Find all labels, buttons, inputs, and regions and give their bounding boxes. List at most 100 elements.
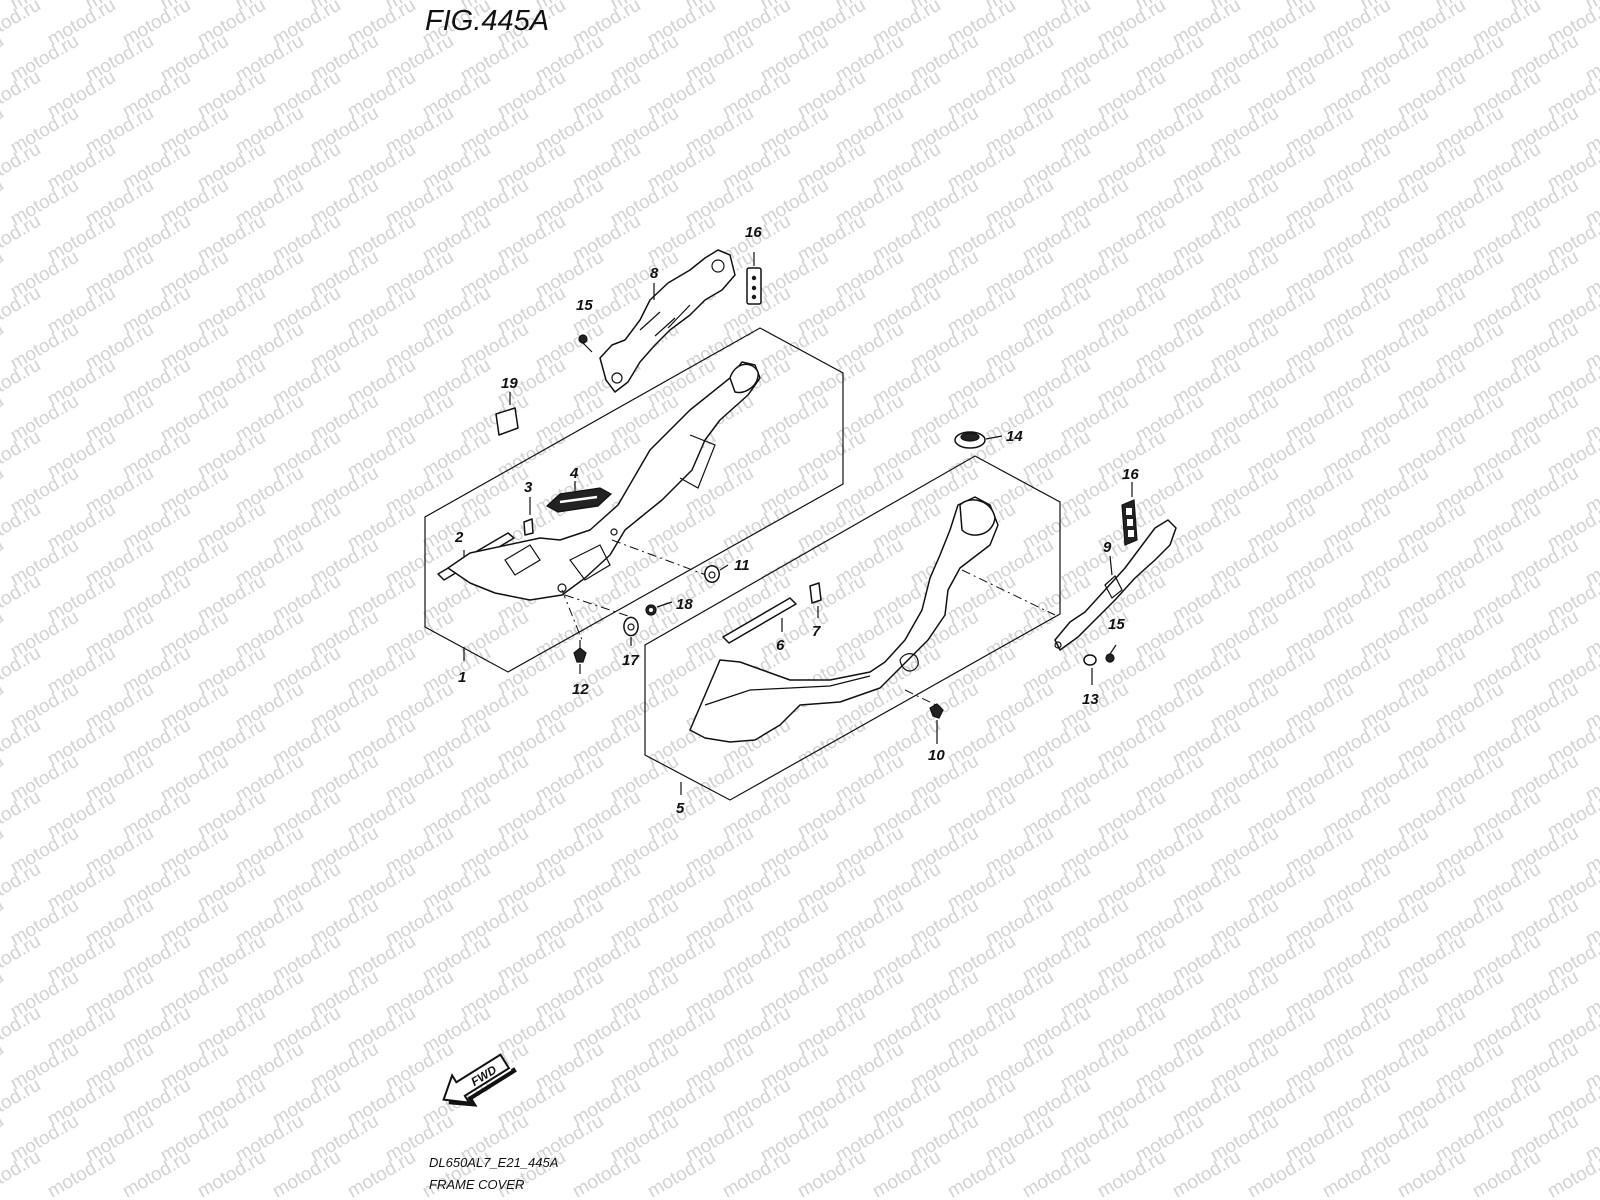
watermark-text: motod.ru [0,391,7,447]
watermark-text: motod.ru [269,1147,344,1200]
callout-11: 11 [734,557,750,574]
leader-14 [985,435,1003,440]
watermark-text: motod.ru [0,0,44,50]
watermark-text: motod.ru [44,1147,119,1200]
watermark-text: motod.ru [0,679,7,735]
callout-2: 2 [454,529,464,546]
callout-5: 5 [676,800,685,817]
figure-title: FIG.445A [425,5,549,37]
watermark-text: motod.ru [0,751,7,807]
part-10-clip [929,703,944,719]
dash-5-a [961,569,1056,616]
watermark-text: motod.ru [0,1111,7,1167]
dash-1-c [561,589,583,641]
leader-18 [656,601,673,608]
watermark-text: motod.ru [869,1147,944,1200]
assembly-box-right [644,455,1061,801]
callout-15-right: 15 [1108,616,1125,633]
part-14-cap [954,431,986,449]
watermark-text: motod.ru [1094,1147,1169,1200]
part-9-bracket [1054,519,1177,651]
dash-5-b [904,689,939,707]
watermark-text: motod.ru [0,283,44,339]
watermark-text: motod.ru [0,103,7,159]
watermark-text: motod.ru [1244,1147,1319,1200]
watermark-text: motod.ru [0,319,7,375]
watermark-text: motod.ru [0,715,44,771]
leader-9 [1109,555,1113,576]
part-5-frame-cover-right [689,496,999,743]
figure-code: DL650AL7_E21_445A [429,1155,558,1170]
watermark-text: motod.ru [1169,1147,1244,1200]
watermark-text: motod.ru [644,1147,719,1200]
part-16-grommet-upper [746,267,762,305]
callout-17: 17 [622,652,639,669]
watermark-text: motod.ru [0,427,44,483]
watermark-text: motod.ru [0,31,7,87]
callout-7: 7 [812,623,821,640]
watermark-text: motod.ru [0,607,7,663]
callout-labels: 1 2 3 4 5 6 7 8 9 10 11 12 13 14 15 15 1… [454,224,1139,817]
part-6-strip [722,597,797,644]
part-18-nut [645,604,657,616]
callout-13: 13 [1082,691,1099,708]
watermark-text: motod.ru [0,1039,7,1095]
part-16-grommet-right [1121,499,1138,546]
part-7-pad [809,582,822,604]
dash-1-b [564,594,629,617]
callout-3: 3 [524,479,533,496]
watermark-text: motod.ru [0,211,44,267]
part-13-collar [1083,654,1097,666]
callout-4: 4 [569,465,579,482]
watermark-text: motod.ru [569,1147,644,1200]
assembly-box-left [424,327,844,673]
part-15-screw-right [1105,644,1117,663]
watermark-text: motod.ru [194,1147,269,1200]
watermark-text: motod.ru [1019,1147,1094,1200]
part-15-screw-upper [578,334,593,353]
figure-name: FRAME COVER [429,1177,524,1192]
callout-19: 19 [501,375,518,392]
watermark-text: motod.ru [0,463,7,519]
part-19-pad [495,407,519,436]
watermark-text: motod.ru [0,499,44,555]
watermark-text: motod.ru [0,859,44,915]
watermark-text: motod.ru [0,895,7,951]
part-1-frame-cover-left [447,361,761,601]
watermark-text: motod.ru [0,823,7,879]
watermark-text: motod.ru [0,1147,44,1200]
watermark-text: motod.ru [1394,1147,1469,1200]
watermark-text: motod.ru [0,931,44,987]
part-8-bracket [599,249,736,393]
watermark-text: motod.ru [794,1147,869,1200]
part-17-bush [623,616,639,637]
part-12-clip [573,640,587,663]
callout-15-upper: 15 [576,297,593,314]
watermark-text: motod.ru [0,175,7,231]
callout-16-upper: 16 [745,224,762,241]
watermark-text: motod.ru [1319,1147,1394,1200]
callout-18: 18 [676,596,693,613]
watermark-text: motod.ru [0,139,44,195]
callout-14: 14 [1006,428,1023,445]
callout-6: 6 [776,637,785,654]
callout-16-right: 16 [1122,466,1139,483]
watermark-text: motod.ru [0,643,44,699]
watermark-text: motod.ru [0,1003,44,1059]
callout-8: 8 [650,265,659,282]
fwd-arrow-icon: FWD [442,1053,517,1107]
watermark-text: motod.ru [944,1147,1019,1200]
watermark-text: motod.ru [0,787,44,843]
callout-10: 10 [928,747,945,764]
watermark-text: motod.ru [0,535,7,591]
watermark-text: motod.ru [0,571,44,627]
watermark-text: motod.ru [0,67,44,123]
watermark-text: motod.ru [719,1147,794,1200]
watermark-text: motod.ru [119,1147,194,1200]
watermark-text: motod.ru [0,967,7,1023]
callout-1: 1 [458,669,466,686]
callout-12: 12 [572,681,589,698]
part-4-emblem [545,487,613,513]
